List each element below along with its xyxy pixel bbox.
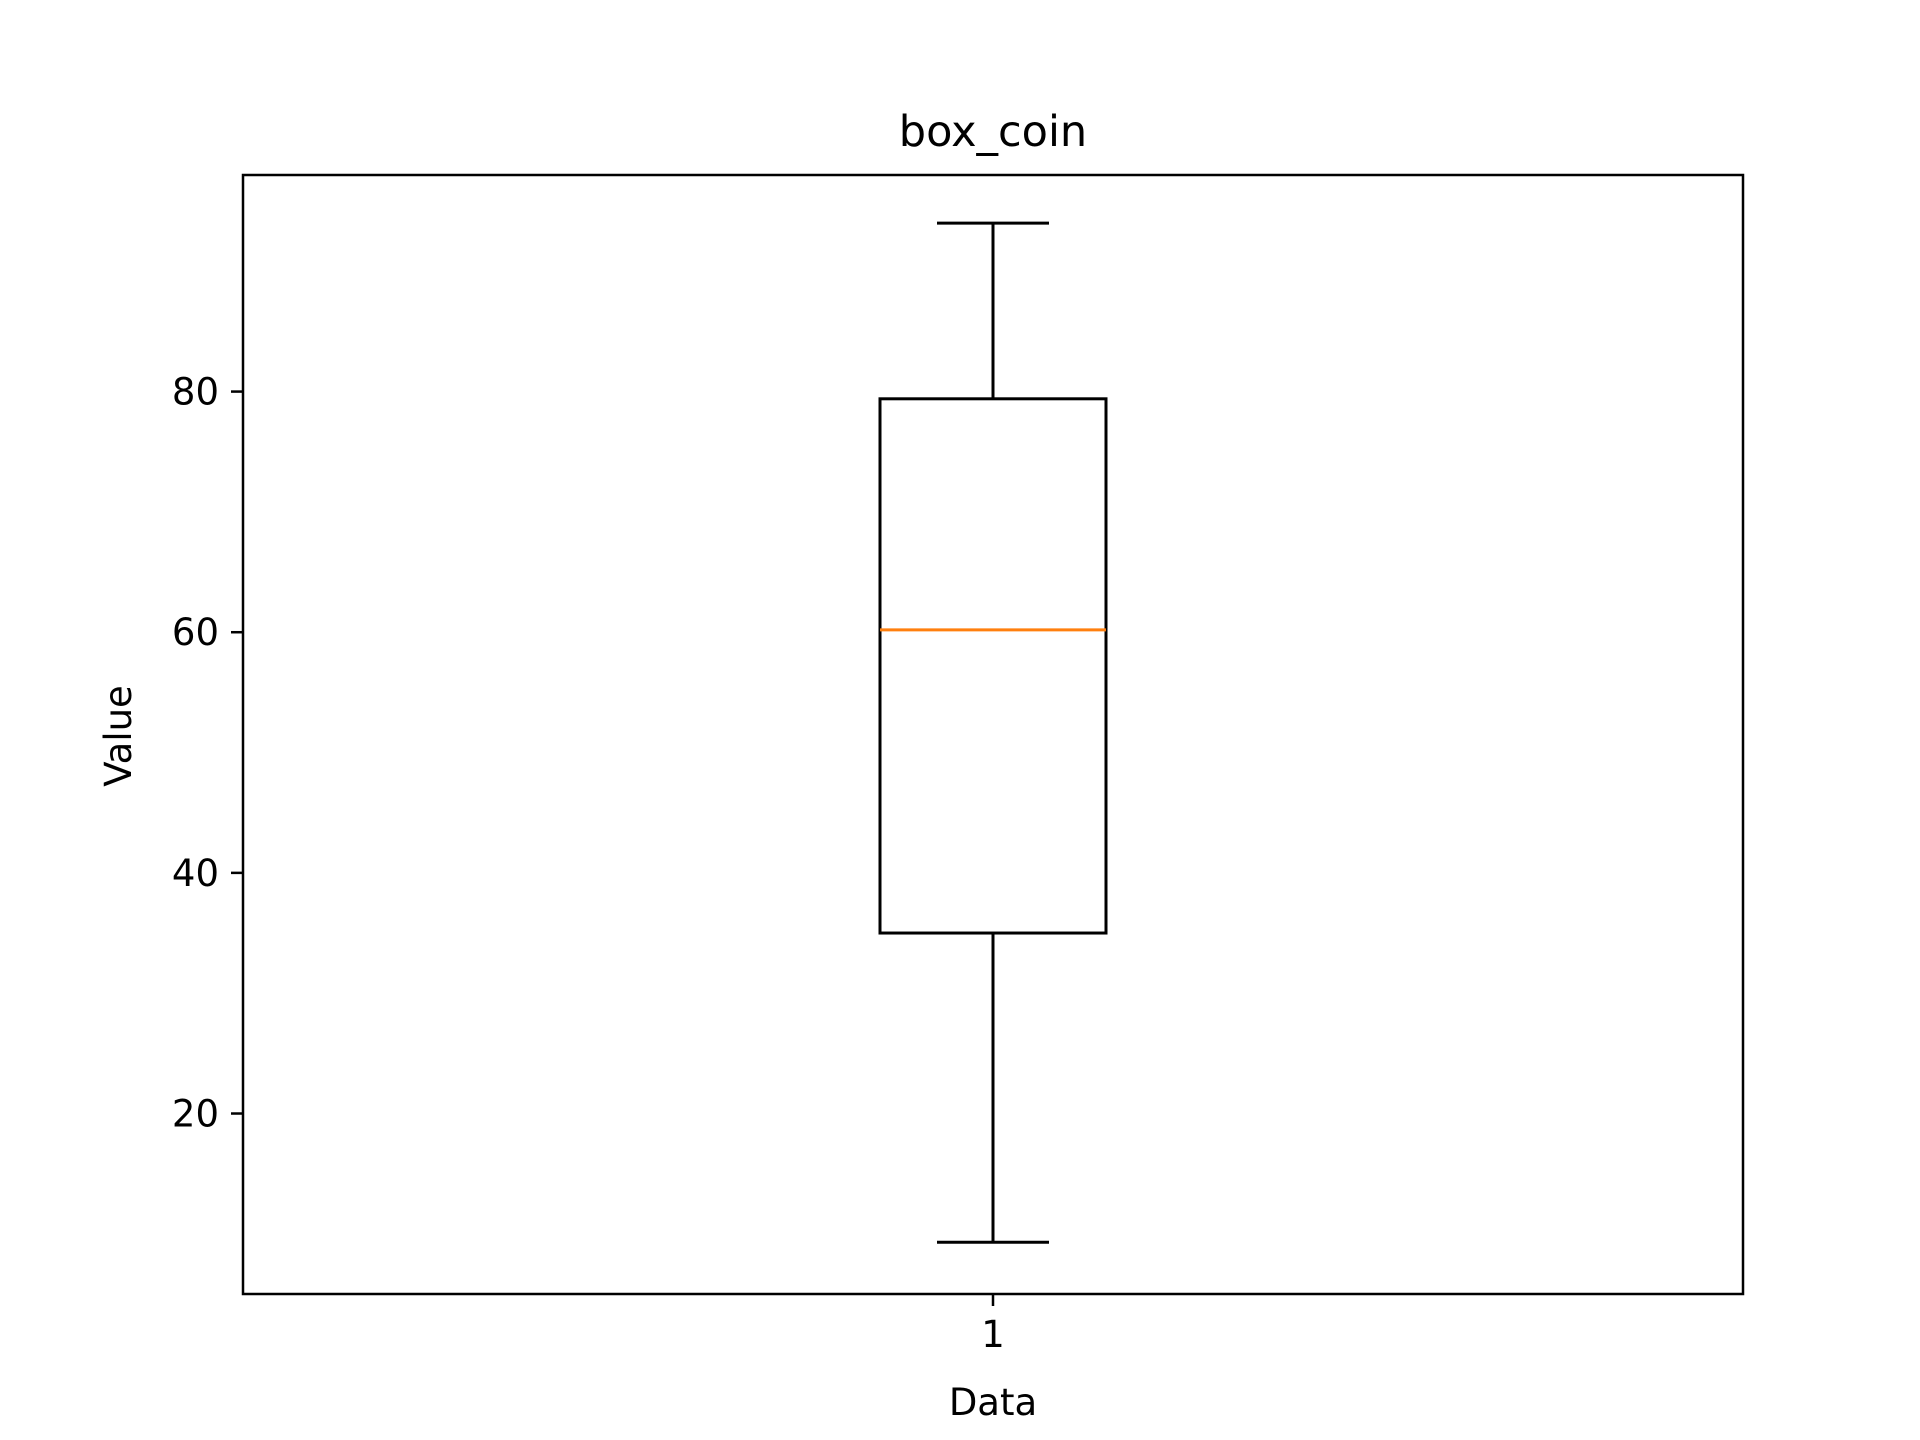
y-axis-label: Value [97,685,140,787]
y-tick-label: 40 [172,852,219,895]
y-tick-label: 80 [172,371,219,414]
chart-title: box_coin [899,107,1087,157]
x-axis-label: Data [949,1381,1037,1424]
y-tick-label: 60 [172,611,219,654]
interquartile-box [878,397,1108,935]
plot-area: 20 40 60 80 1 [172,221,1108,1356]
x-tick-label: 1 [981,1313,1005,1356]
y-tick-label: 20 [172,1093,219,1136]
axes-frame [241,173,1745,1296]
